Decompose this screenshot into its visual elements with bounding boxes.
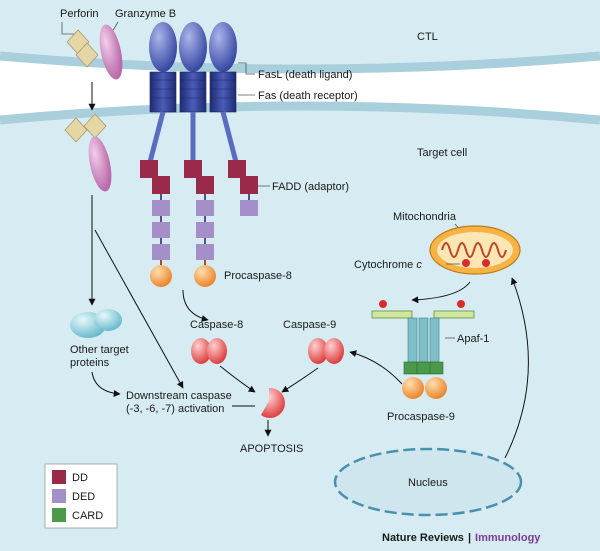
- nucleus-label: Nucleus: [408, 477, 448, 489]
- legend-swatch-card: [52, 508, 66, 522]
- procaspase-8: [150, 260, 216, 287]
- caspase-9-label: Caspase-9: [283, 319, 336, 331]
- nucleus: [333, 447, 523, 517]
- granzyme-b-molecule: [99, 24, 123, 80]
- other-target-proteins-icon: [70, 309, 122, 338]
- downstream-caspase-label-1: Downstream caspase: [126, 390, 232, 402]
- caspase-9: [308, 338, 344, 364]
- fas-label: Fas (death receptor): [258, 90, 358, 102]
- other-target-label-1: Other target: [70, 344, 129, 356]
- downstream-caspase-pacman: [261, 387, 285, 418]
- mitochondrion: [429, 225, 521, 275]
- caspase-8: [191, 338, 227, 364]
- perforin-molecule: [66, 29, 99, 68]
- legend-label-ded: DED: [72, 491, 95, 503]
- perforin-leader: [61, 22, 78, 35]
- other-target-label-2: proteins: [70, 357, 110, 369]
- fadd-label: FADD (adaptor): [272, 181, 349, 193]
- target-cell: [0, 106, 600, 551]
- arrow-caspase8-to-apoptosis: [219, 365, 256, 393]
- target-cell-label: Target cell: [417, 147, 467, 159]
- arrow-granzyme-to-downstream: [94, 229, 184, 389]
- apaf1-complex: [371, 300, 475, 375]
- legend-label-card: CARD: [72, 510, 103, 522]
- granzyme-b-internal: [88, 136, 112, 192]
- fasl-trimer: [149, 22, 237, 72]
- procaspase-9-label: Procaspase-9: [387, 411, 455, 423]
- caspase-8-label: Caspase-8: [190, 319, 243, 331]
- journal-credit: Nature Reviews | Immunology: [382, 528, 541, 545]
- perforin-pore: [64, 113, 107, 143]
- perforin-label: Perforin: [60, 8, 99, 20]
- mitochondria-label: Mitochondria: [393, 211, 457, 223]
- arrow-procaspase9-to-caspase9: [349, 350, 403, 385]
- arrow-nucleus-to-mitochondria: [504, 277, 529, 459]
- fasl-label: FasL (death ligand): [258, 69, 352, 81]
- fasl-leader: [238, 62, 255, 75]
- apaf1-label: Apaf-1: [457, 333, 489, 345]
- granzyme-b-label: Granzyme B: [115, 8, 176, 20]
- apoptosis-label: APOPTOSIS: [240, 443, 303, 455]
- legend-swatch-dd: [52, 470, 66, 484]
- legend: DD DED CARD: [44, 463, 118, 529]
- arrow-targets-to-downstream: [91, 371, 121, 397]
- procaspase-8-label: Procaspase-8: [224, 270, 292, 282]
- arrow-procaspase8-to-caspase8: [182, 289, 209, 322]
- arrow-caspase9-to-apoptosis: [281, 367, 319, 393]
- cytochrome-label: Cytochrome c: [354, 259, 422, 271]
- ctl-label: CTL: [417, 31, 438, 43]
- fas-receptor-trimer: [147, 71, 239, 163]
- death-domains: [140, 160, 258, 194]
- arrow-cytochrome-release: [411, 281, 471, 304]
- legend-swatch-ded: [52, 489, 66, 503]
- target-membrane: [0, 101, 600, 125]
- legend-label-dd: DD: [72, 472, 88, 484]
- procaspase-9: [402, 377, 447, 399]
- fadd-adaptors: [152, 194, 258, 260]
- downstream-caspase-label-2: (-3, -6, -7) activation: [126, 403, 224, 415]
